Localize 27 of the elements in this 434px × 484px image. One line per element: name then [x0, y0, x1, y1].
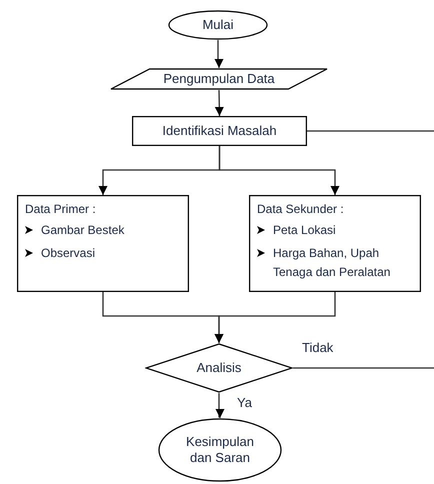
process-box [132, 116, 307, 146]
node-label: Mulai [202, 17, 234, 33]
decision-diamond [145, 343, 293, 393]
list-item: Gambar Bestek [41, 222, 124, 239]
connector-line [293, 367, 434, 369]
arrow [214, 90, 224, 116]
node-label: Identifikasi Masalah [162, 123, 277, 139]
box-heading: Data Sekunder : [257, 201, 345, 217]
edge-label: Tidak [300, 341, 336, 354]
start-terminal [168, 10, 268, 40]
node-label: Analisis [196, 360, 242, 376]
data-box [249, 195, 421, 292]
arrow [215, 393, 225, 418]
arrow [218, 146, 340, 195]
arrow [214, 40, 224, 68]
node-label: Pengumpulan Data [163, 71, 275, 87]
list-item: Peta Lokasi [273, 222, 336, 239]
edge-label: Ya [235, 396, 254, 409]
list-item: Harga Bahan, Upah Tenaga dan Peralatan [273, 245, 392, 281]
list-item: Observasi [41, 245, 96, 262]
arrow [214, 292, 336, 343]
input-parallelogram [110, 68, 328, 90]
connector-line [307, 130, 434, 132]
end-terminal [158, 418, 282, 482]
box-heading: Data Primer : [25, 201, 97, 217]
node-label: Kesimpulan dan Saran [185, 434, 255, 466]
data-box [17, 195, 189, 292]
